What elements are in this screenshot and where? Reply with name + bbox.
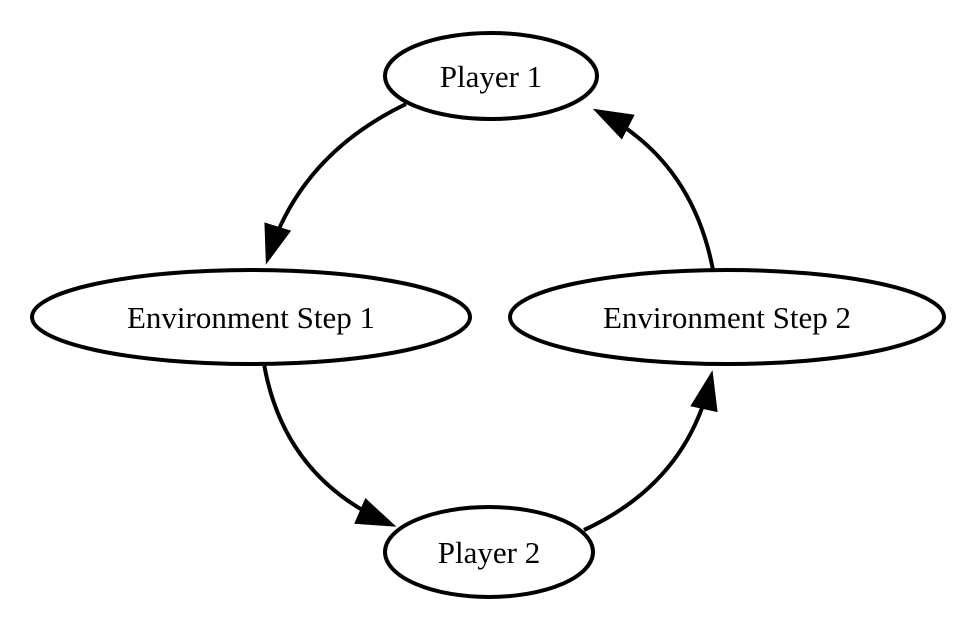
node-player-2: Player 2 bbox=[383, 505, 595, 599]
edge-player2-to-env-step2 bbox=[583, 370, 718, 532]
edge-env-step1-to-player2 bbox=[262, 363, 397, 527]
node-environment-step-1-shape bbox=[30, 268, 472, 366]
node-environment-step-1: Environment Step 1 bbox=[30, 268, 472, 366]
node-environment-step-2-label: Environment Step 2 bbox=[603, 300, 851, 335]
node-player-1: Player 1 bbox=[383, 31, 599, 121]
node-player-1-label: Player 1 bbox=[440, 59, 542, 94]
node-player-2-label: Player 2 bbox=[438, 535, 540, 570]
node-player-1-shape bbox=[383, 31, 599, 121]
node-environment-step-2-shape bbox=[508, 268, 946, 366]
node-environment-step-2: Environment Step 2 bbox=[508, 268, 946, 366]
edge-player1-to-env-step1 bbox=[264, 102, 407, 265]
edge-env-step2-to-player1 bbox=[592, 108, 715, 271]
node-environment-step-1-label: Environment Step 1 bbox=[127, 300, 375, 335]
node-player-2-shape bbox=[383, 505, 595, 599]
